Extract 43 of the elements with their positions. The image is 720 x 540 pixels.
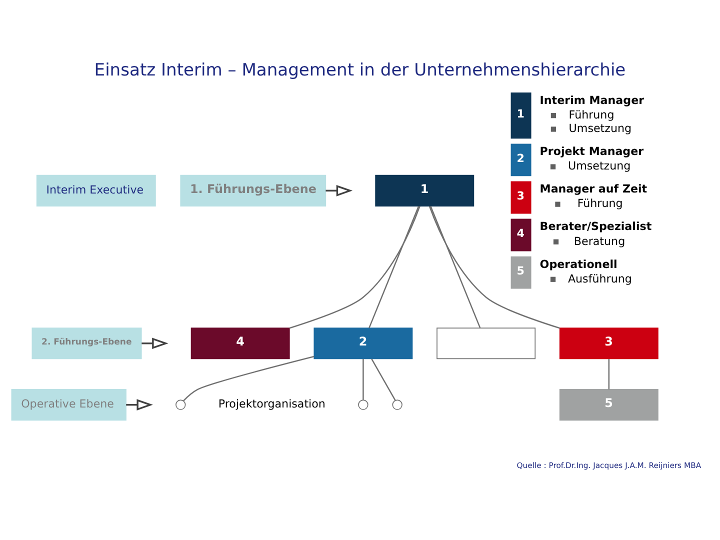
label: 3	[516, 190, 524, 203]
node-box: 5	[559, 389, 658, 421]
connector	[428, 206, 560, 329]
node-circle	[392, 400, 402, 410]
arrow	[142, 338, 168, 350]
connector	[183, 356, 314, 402]
node-circle	[176, 400, 186, 410]
node-box: Operative Ebene	[11, 389, 126, 421]
node-circle	[358, 400, 368, 410]
legend-label: Interim Manager	[540, 94, 644, 107]
label: 4	[516, 227, 524, 240]
label: Quelle : Prof.Dr.Ing. Jacques J.A.M. Reijniers MBA	[516, 461, 702, 470]
node-box: 2. Führungs-Ebene	[32, 328, 142, 360]
node-box: 3	[559, 328, 658, 360]
legend-label: Berater/Spezialist	[540, 220, 652, 234]
node-label: Projektorganisation	[218, 398, 326, 411]
label: Führung	[568, 108, 614, 122]
legend-label: Projekt Manager	[540, 145, 644, 158]
connector	[362, 358, 364, 400]
node-box: Interim Executive	[36, 174, 156, 206]
arrow	[126, 399, 153, 410]
label: 5	[516, 264, 524, 278]
legend-label: Operationell	[540, 258, 618, 271]
connector	[371, 358, 396, 401]
label: 1	[516, 108, 524, 121]
label: Führung	[577, 197, 623, 210]
arrow	[326, 184, 353, 196]
node-box: 4	[190, 328, 290, 360]
connector	[430, 206, 481, 328]
legend-label: Manager auf Zeit	[540, 182, 648, 196]
label: Umsetzung	[568, 160, 631, 173]
diagram-title: Einsatz Interim – Management in der Unternehmenshierarchie	[94, 60, 626, 80]
connector	[289, 206, 420, 329]
node-box: 1. Führungs-Ebene	[180, 174, 326, 206]
label: 2	[516, 152, 524, 165]
label: Beratung	[574, 234, 626, 248]
label: Umsetzung	[568, 122, 632, 136]
connector	[368, 206, 420, 328]
node-box	[436, 328, 536, 360]
node-box: 1	[375, 174, 474, 206]
label: Ausführung	[568, 272, 632, 286]
node-box: 2	[314, 328, 413, 360]
connector	[608, 358, 610, 390]
